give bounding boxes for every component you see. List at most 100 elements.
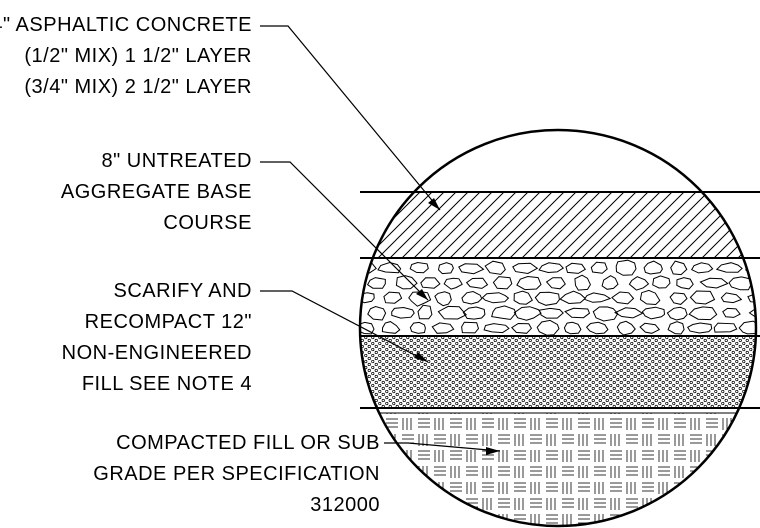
aggregate-stone bbox=[691, 262, 714, 274]
label-line: 4" ASPHALTIC CONCRETE bbox=[0, 14, 252, 36]
aggregate-stone bbox=[461, 321, 480, 334]
detail-circle bbox=[358, 128, 758, 528]
label-line: SCARIFY AND bbox=[113, 280, 252, 302]
aggregate-stone bbox=[461, 290, 483, 305]
aggregate-stone bbox=[377, 261, 402, 274]
aggregate-stone bbox=[686, 322, 713, 334]
aggregate-stone bbox=[689, 290, 716, 305]
aggregate-stone bbox=[592, 306, 619, 322]
aggregate-stone bbox=[538, 262, 565, 274]
label-line: RECOMPACT 12" bbox=[84, 311, 252, 333]
aggregate-stone bbox=[564, 307, 591, 319]
label-asphaltic-concrete: 4" ASPHALTIC CONCRETE (1/2" MIX) 1 1/2" … bbox=[0, 10, 252, 103]
aggregate-stone bbox=[585, 321, 609, 335]
aggregate-stone bbox=[639, 289, 661, 306]
aggregate-stone bbox=[484, 260, 506, 275]
label-line: COMPACTED FILL OR SUB bbox=[116, 432, 380, 454]
label-line: FILL SEE NOTE 4 bbox=[81, 373, 252, 395]
aggregate-stone bbox=[565, 262, 587, 274]
aggregate-stone bbox=[616, 320, 636, 336]
aggregate-stone bbox=[512, 262, 539, 275]
aggregate-stone bbox=[628, 276, 650, 291]
aggregate-stone bbox=[409, 261, 429, 274]
aggregate-stone bbox=[434, 291, 452, 307]
label-line: (3/4" MIX) 2 1/2" LAYER bbox=[24, 76, 252, 98]
leader-line-asphalt bbox=[260, 25, 441, 211]
aggregate-stone bbox=[538, 307, 564, 319]
leader-line-scarify bbox=[260, 290, 429, 363]
aggregate-stone bbox=[420, 277, 441, 289]
aggregate-stone bbox=[443, 277, 463, 290]
aggregate-stone bbox=[366, 277, 386, 289]
aggregate-stone bbox=[688, 306, 718, 321]
aggregate-stone bbox=[670, 260, 688, 276]
aggregate-stone bbox=[534, 291, 560, 306]
leader-arrowhead bbox=[416, 289, 428, 300]
label-line: 8" UNTREATED bbox=[101, 150, 252, 172]
leader-line-base bbox=[260, 161, 429, 301]
aggregate-stone bbox=[513, 290, 533, 305]
aggregate-stone bbox=[481, 292, 510, 304]
aggregate-stone bbox=[465, 277, 489, 289]
aggregate-stone bbox=[381, 321, 401, 334]
aggregate-stone bbox=[559, 290, 586, 305]
aggregate-stone bbox=[516, 275, 542, 291]
label-scarify-recompact: SCARIFY AND RECOMPACT 12" NON-ENGINEERED… bbox=[62, 276, 252, 400]
aggregate-stone bbox=[601, 275, 619, 290]
aggregate-stone bbox=[652, 275, 671, 289]
leader-line-subgrade bbox=[384, 442, 501, 452]
aggregate-stone bbox=[713, 322, 738, 333]
aggregate-stone bbox=[715, 262, 743, 273]
aggregate-stone bbox=[431, 322, 455, 334]
aggregate-stone bbox=[437, 305, 468, 320]
label-line: COURSE bbox=[163, 212, 252, 234]
layer-asphaltic-concrete bbox=[360, 192, 756, 258]
aggregate-stone bbox=[513, 306, 542, 321]
aggregate-stone bbox=[395, 275, 418, 290]
label-line: NON-ENGINEERED bbox=[61, 342, 252, 364]
aggregate-stone bbox=[511, 322, 533, 334]
label-line: AGGREGATE BASE bbox=[60, 181, 252, 203]
aggregate-stone bbox=[491, 305, 517, 320]
aggregate-stone bbox=[536, 319, 560, 336]
aggregate-stone bbox=[738, 320, 756, 335]
label-line: 312000 bbox=[310, 494, 380, 516]
aggregate-stone bbox=[545, 277, 566, 290]
aggregate-stone bbox=[408, 291, 432, 307]
label-aggregate-base: 8" UNTREATED AGGREGATE BASE COURSE bbox=[61, 146, 252, 239]
aggregate-stone bbox=[747, 293, 756, 304]
aggregate-stone bbox=[722, 307, 741, 318]
aggregate-stone bbox=[611, 291, 635, 305]
aggregate-stone bbox=[614, 307, 644, 319]
aggregate-stone bbox=[492, 276, 513, 290]
aggregate-stone bbox=[666, 306, 688, 321]
aggregate-stone bbox=[639, 322, 661, 334]
leader-arrowhead bbox=[428, 198, 440, 210]
aggregate-stone bbox=[590, 261, 608, 274]
aggregate-stone bbox=[699, 277, 729, 289]
aggregate-stone bbox=[643, 260, 663, 275]
aggregate-stone bbox=[360, 261, 377, 274]
aggregate-stone bbox=[583, 292, 612, 303]
layer-recompacted-fill bbox=[360, 336, 756, 408]
aggregate-stone bbox=[720, 292, 743, 304]
aggregate-stone bbox=[574, 274, 591, 291]
aggregate-stone bbox=[748, 307, 756, 318]
label-subgrade: COMPACTED FILL OR SUB GRADE PER SPECIFIC… bbox=[93, 428, 380, 521]
aggregate-stone bbox=[383, 291, 403, 304]
leader-arrowhead bbox=[486, 447, 500, 455]
layer-aggregate-base bbox=[360, 259, 756, 336]
aggregate-stone bbox=[367, 305, 387, 321]
aggregate-stone bbox=[483, 323, 510, 334]
aggregate-stone bbox=[667, 321, 685, 335]
aggregate-stone bbox=[458, 263, 485, 275]
aggregate-stone bbox=[462, 306, 486, 320]
label-line: (1/2" MIX) 1 1/2" LAYER bbox=[24, 45, 252, 67]
aggregate-stone bbox=[391, 306, 415, 319]
aggregate-stone bbox=[563, 321, 582, 335]
aggregate-stone bbox=[641, 306, 666, 320]
aggregate-stone bbox=[437, 262, 454, 275]
aggregate-stone bbox=[417, 304, 433, 320]
leader-arrowhead bbox=[414, 352, 428, 362]
